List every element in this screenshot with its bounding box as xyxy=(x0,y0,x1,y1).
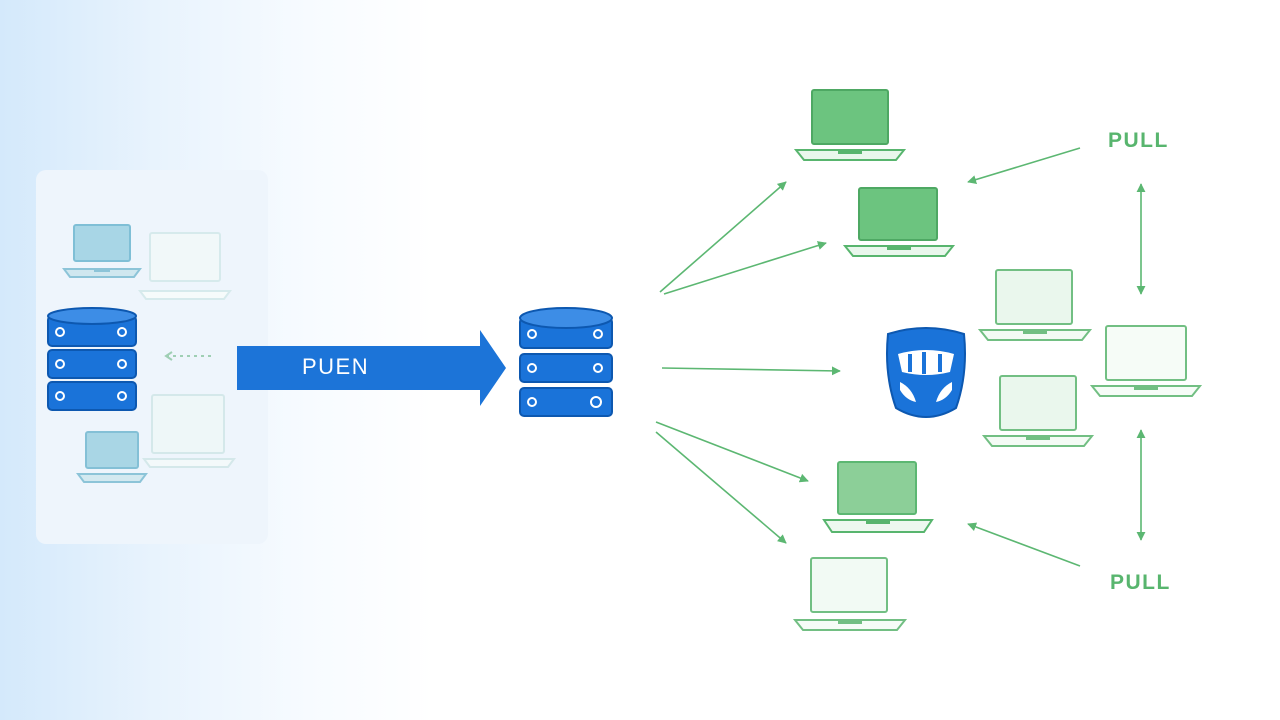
pull-arrows xyxy=(967,147,1146,567)
laptop-icon xyxy=(142,394,236,468)
sync-dots xyxy=(164,351,214,361)
laptop-icon xyxy=(1089,325,1203,397)
arrow-line xyxy=(659,181,787,293)
push-label: PUEN xyxy=(302,354,369,379)
database-icon xyxy=(519,307,613,417)
arrow-line xyxy=(663,241,827,295)
laptop-icon xyxy=(792,557,908,631)
laptop-icon xyxy=(76,431,148,483)
pull-arrow-top xyxy=(967,147,1081,184)
pull-label-top: PULL xyxy=(1108,129,1169,152)
arrow-line xyxy=(655,421,809,483)
database-icon xyxy=(47,307,137,411)
arrow-line xyxy=(661,366,841,376)
pull-arrow-bottom xyxy=(967,522,1081,567)
local-group xyxy=(36,170,268,544)
laptop-icon xyxy=(62,224,142,278)
hub-logo-icon xyxy=(886,327,966,418)
arrow-line xyxy=(655,431,787,544)
laptop-icon xyxy=(793,89,907,161)
push-arrow: PUEN xyxy=(237,330,506,406)
laptop-icon xyxy=(842,187,956,257)
pull-label-bottom: PULL xyxy=(1110,571,1171,594)
laptop-icon xyxy=(138,232,232,300)
laptop-icon xyxy=(822,461,934,533)
distribution-arrows xyxy=(655,181,841,544)
laptop-icon xyxy=(981,375,1095,447)
laptop-icon xyxy=(977,269,1093,341)
client-laptops xyxy=(792,89,1203,631)
